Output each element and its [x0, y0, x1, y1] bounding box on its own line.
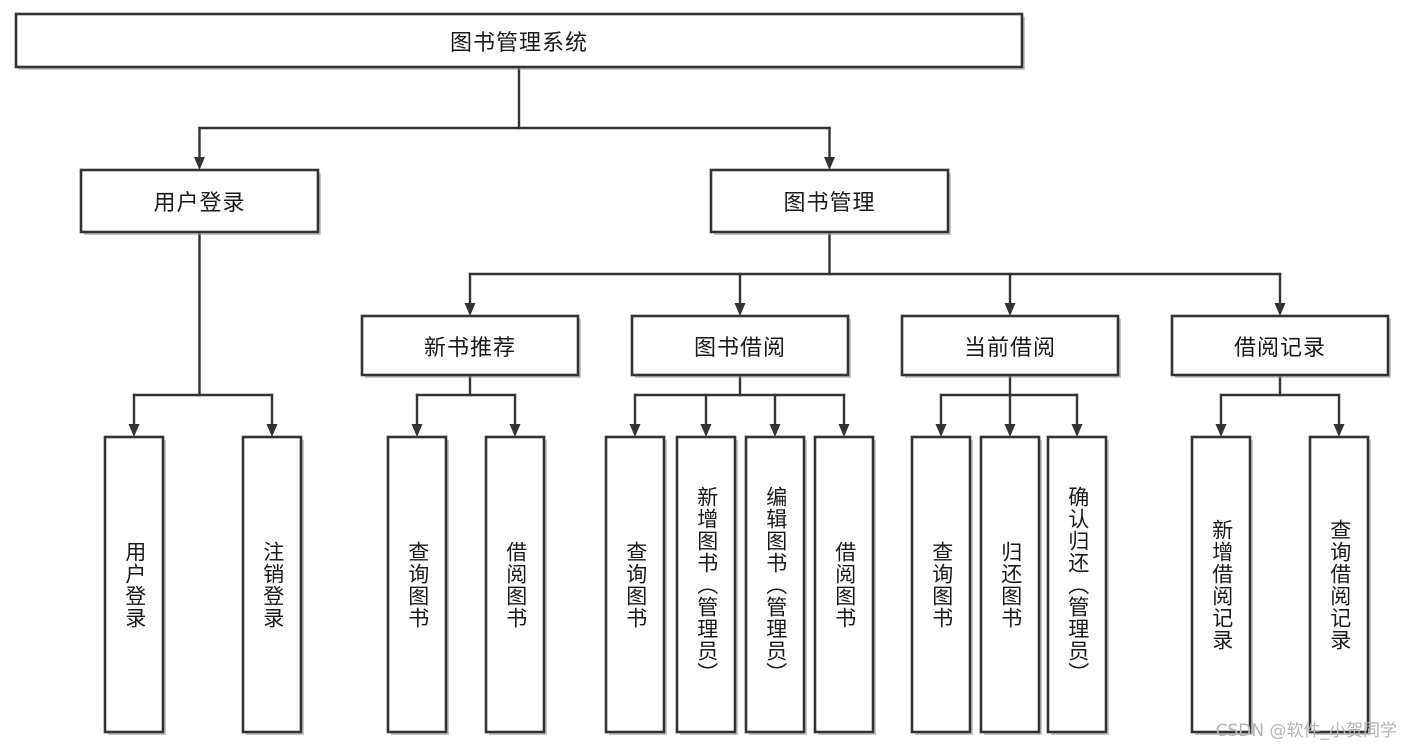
nodes-layer	[14, 12, 1391, 735]
node-box-borrow[interactable]	[630, 314, 851, 378]
node-box-leaf-5[interactable]	[604, 435, 667, 735]
node-box-leaf-3[interactable]	[386, 435, 449, 735]
node-box-leaf-13[interactable]	[1308, 435, 1371, 735]
node-box-leaf-1[interactable]	[103, 435, 166, 735]
node-box-leaf-7[interactable]	[744, 435, 807, 735]
edge-group-records	[1215, 373, 1345, 437]
node-box-leaf-2[interactable]	[241, 435, 304, 735]
node-box-leaf-8[interactable]	[813, 435, 876, 735]
node-box-newbook[interactable]	[360, 314, 581, 378]
edge-group-borrow	[629, 373, 850, 437]
node-box-bookmgmt[interactable]	[709, 168, 951, 235]
node-box-leaf-6[interactable]	[675, 435, 738, 735]
edges-layer	[128, 65, 1345, 437]
node-box-leaf-10[interactable]	[979, 435, 1042, 735]
node-box-leaf-4[interactable]	[484, 435, 547, 735]
node-box-leaf-11[interactable]	[1046, 435, 1109, 735]
node-box-root[interactable]	[14, 12, 1025, 70]
edge-group-newbook	[411, 373, 521, 437]
edge-group-login	[128, 230, 278, 437]
edge-group-current	[935, 373, 1083, 437]
node-box-login[interactable]	[79, 168, 321, 235]
node-box-records[interactable]	[1170, 314, 1391, 378]
node-box-current[interactable]	[900, 314, 1121, 378]
edge-group-bookmgmt	[464, 230, 1286, 316]
edge-group-root	[194, 65, 835, 170]
node-box-leaf-12[interactable]	[1190, 435, 1253, 735]
node-box-leaf-9[interactable]	[910, 435, 973, 735]
